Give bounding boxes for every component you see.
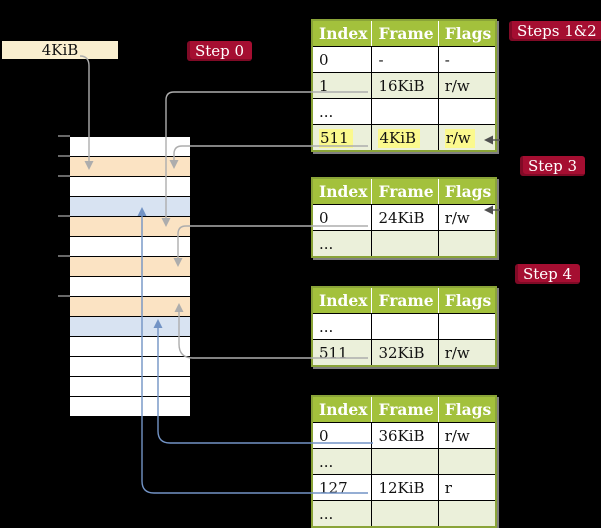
- table-row: 1 16KiB r/w: [312, 72, 497, 99]
- cell-index: 0: [312, 204, 372, 231]
- table-row: 127 12KiB r: [312, 474, 497, 501]
- table-header-row: Index Frame Flags: [312, 20, 497, 47]
- memory-frame-row-white: [70, 377, 190, 397]
- cell-frame: [371, 313, 439, 340]
- table-row: ...: [312, 230, 497, 257]
- table-row: 0 - -: [312, 46, 497, 73]
- cell-flags: r: [437, 474, 497, 501]
- header-index: Index: [312, 396, 372, 423]
- header-frame: Frame: [371, 20, 439, 47]
- cell-frame: [371, 230, 439, 257]
- cell-index: 511: [312, 124, 372, 151]
- cell-index: ...: [312, 230, 372, 257]
- badge-steps-1-2: Steps 1&2: [509, 21, 601, 41]
- cell-frame: 12KiB: [371, 474, 439, 501]
- page-table-level3: Index Frame Flags 0 24KiB r/w ...: [311, 177, 498, 258]
- cell-frame: [371, 500, 439, 527]
- cell-flags: [437, 230, 497, 257]
- table-row: 0 24KiB r/w: [312, 204, 497, 231]
- table-header-row: Index Frame Flags: [312, 178, 497, 205]
- cell-flags: r/w: [437, 72, 497, 99]
- frame-address-box: 4KiB: [2, 41, 118, 59]
- memory-frame-row-white: [70, 237, 190, 257]
- cell-frame: [371, 448, 439, 475]
- cell-index: 0: [312, 46, 372, 73]
- cell-index: 127: [312, 474, 372, 501]
- table-row-recursive-entry: 511 4KiB r/w: [312, 124, 497, 151]
- cell-index: ...: [312, 500, 372, 527]
- cell-frame: 16KiB: [371, 72, 439, 99]
- memory-frame-row-white: [70, 357, 190, 377]
- cell-flags: r/w: [437, 124, 497, 151]
- header-index: Index: [312, 287, 372, 314]
- cell-flags: [437, 313, 497, 340]
- memory-frame-row-white: [70, 397, 190, 417]
- cell-index: 511: [312, 339, 372, 366]
- highlighted-value: r/w: [444, 128, 475, 148]
- page-table-level2: Index Frame Flags ... 511 32KiB r/w: [311, 286, 498, 367]
- memory-frame-row-white: [70, 277, 190, 297]
- table-row: ...: [312, 448, 497, 475]
- table-row: 511 32KiB r/w: [312, 339, 497, 366]
- table-row: ...: [312, 313, 497, 340]
- memory-frame-row-blue: [70, 317, 190, 337]
- highlighted-value: 4KiB: [378, 128, 421, 148]
- table-row: ...: [312, 98, 497, 125]
- cell-flags: r/w: [437, 339, 497, 366]
- memory-frame-row-blue: [70, 197, 190, 217]
- physical-memory-column: [70, 136, 190, 417]
- cell-index: 0: [312, 422, 372, 449]
- header-index: Index: [312, 20, 372, 47]
- badge-step-4: Step 4: [515, 264, 581, 284]
- header-flags: Flags: [437, 20, 497, 47]
- cell-flags: -: [437, 46, 497, 73]
- table-header-row: Index Frame Flags: [312, 396, 497, 423]
- memory-frame-row-white: [70, 337, 190, 357]
- badge-step-0: Step 0: [187, 41, 253, 61]
- header-index: Index: [312, 178, 372, 205]
- header-frame: Frame: [371, 178, 439, 205]
- cell-frame: 36KiB: [371, 422, 439, 449]
- cell-frame: 24KiB: [371, 204, 439, 231]
- header-flags: Flags: [437, 287, 497, 314]
- memory-frame-row-white: [70, 137, 190, 157]
- cell-index: ...: [312, 313, 372, 340]
- cell-flags: r/w: [437, 422, 497, 449]
- page-table-level1: Index Frame Flags 0 36KiB r/w ... 127 12…: [311, 395, 498, 528]
- page-table-level4: Index Frame Flags 0 - - 1 16KiB r/w ... …: [311, 19, 498, 152]
- table-row: ...: [312, 500, 497, 527]
- header-frame: Frame: [371, 287, 439, 314]
- cell-frame: 32KiB: [371, 339, 439, 366]
- cell-index: 1: [312, 72, 372, 99]
- table-header-row: Index Frame Flags: [312, 287, 497, 314]
- header-frame: Frame: [371, 396, 439, 423]
- cell-frame: 4KiB: [371, 124, 439, 151]
- badge-step-3: Step 3: [520, 156, 586, 176]
- cell-index: ...: [312, 448, 372, 475]
- memory-frame-row-orange: [70, 157, 190, 177]
- cell-flags: [437, 98, 497, 125]
- cell-index: ...: [312, 98, 372, 125]
- cell-flags: [437, 500, 497, 527]
- table-row: 0 36KiB r/w: [312, 422, 497, 449]
- cell-frame: [371, 98, 439, 125]
- cell-flags: r/w: [437, 204, 497, 231]
- memory-frame-row-orange: [70, 217, 190, 237]
- highlighted-value: 511: [319, 128, 353, 148]
- cell-frame: -: [371, 46, 439, 73]
- memory-frame-row-white: [70, 177, 190, 197]
- header-flags: Flags: [437, 178, 497, 205]
- memory-frame-row-orange: [70, 297, 190, 317]
- memory-frame-row-orange: [70, 257, 190, 277]
- frame-address-label: 4KiB: [41, 41, 79, 59]
- cell-flags: [437, 448, 497, 475]
- header-flags: Flags: [437, 396, 497, 423]
